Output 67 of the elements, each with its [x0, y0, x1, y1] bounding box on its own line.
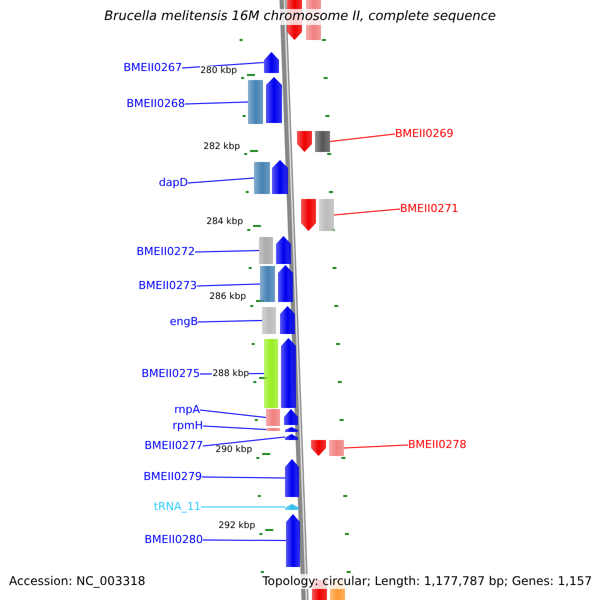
gene-label: BMEII0278 [408, 438, 488, 452]
leader-line [184, 102, 248, 104]
gene-feature [286, 514, 300, 567]
accession-note: Accession: NC_003318 [9, 574, 146, 589]
leader-line [188, 178, 254, 184]
gene-category-block [315, 131, 330, 152]
gene-feature [264, 52, 279, 73]
leader-line [202, 426, 266, 430]
leader-line [330, 134, 396, 142]
leader-line [198, 320, 262, 322]
scale-label: 288 kbp [212, 369, 250, 380]
scale-label: 286 kbp [209, 292, 246, 303]
leader-line [200, 506, 286, 508]
gene-category-block [254, 162, 270, 194]
gene-feature [285, 504, 299, 510]
leader-line [202, 436, 286, 446]
diagram-title: Brucella melitensis 16M chromosome II, complete sequence [104, 9, 496, 25]
gene-feature [278, 265, 293, 302]
leader-line [344, 444, 408, 448]
gene-label: BMEII0275 [120, 367, 200, 381]
leader-line [194, 250, 260, 252]
gene-feature [297, 131, 312, 152]
gene-label: rpmH [123, 419, 203, 433]
leader-line [182, 62, 264, 68]
gene-feature [285, 427, 298, 432]
gene-category-block [319, 199, 334, 231]
scale-label: 284 kbp [206, 217, 244, 228]
gene-category-block [329, 440, 344, 456]
gene-label: tRNA_11 [121, 500, 201, 514]
gene-label: BMEII0268 [105, 97, 185, 111]
gene-feature [301, 199, 316, 231]
gene-label: BMEII0271 [400, 202, 480, 216]
scale-label: 280 kbp [200, 66, 237, 77]
gene-feature [284, 409, 298, 425]
scale-label: 290 kbp [215, 445, 252, 456]
gene-label: BMEII0272 [115, 245, 195, 259]
gene-label: engB [118, 315, 198, 329]
gene-feature [266, 77, 282, 123]
gene-label: BMEII0280 [123, 533, 203, 547]
gene-category-block [259, 237, 273, 264]
gene-label: dapD [108, 176, 188, 190]
gene-label: BMEII0269 [395, 127, 475, 141]
gene-category-block [260, 266, 275, 302]
gene-label: BMEII0279 [122, 470, 202, 484]
gene-feature [276, 236, 291, 264]
sequence-info-note: Topology: circular; Length: 1,177,787 bp; Genes: 1,157 [262, 574, 592, 589]
gene-label: BMEII0277 [123, 439, 203, 453]
gene-feature [272, 160, 288, 194]
leader-line [202, 540, 286, 541]
gene-category-block [264, 339, 278, 408]
gene-category-block [262, 307, 276, 334]
gene-category-block [266, 409, 280, 426]
leader-line [334, 208, 400, 216]
gene-feature [280, 306, 295, 334]
gene-category-block [248, 80, 263, 124]
gene-feature [285, 459, 299, 497]
gene-feature [311, 440, 326, 456]
leader-line [200, 410, 266, 418]
gene-label: rnpA [120, 403, 200, 417]
gene-label: BMEII0267 [102, 61, 182, 75]
gene-category-block [266, 428, 280, 431]
gene-feature [285, 434, 298, 440]
scale-label: 282 kbp [203, 142, 240, 153]
leader-line [202, 476, 286, 478]
scale-label: 292 kbp [218, 521, 256, 532]
leader-line [196, 284, 260, 286]
gene-label: BMEII0273 [117, 279, 197, 293]
